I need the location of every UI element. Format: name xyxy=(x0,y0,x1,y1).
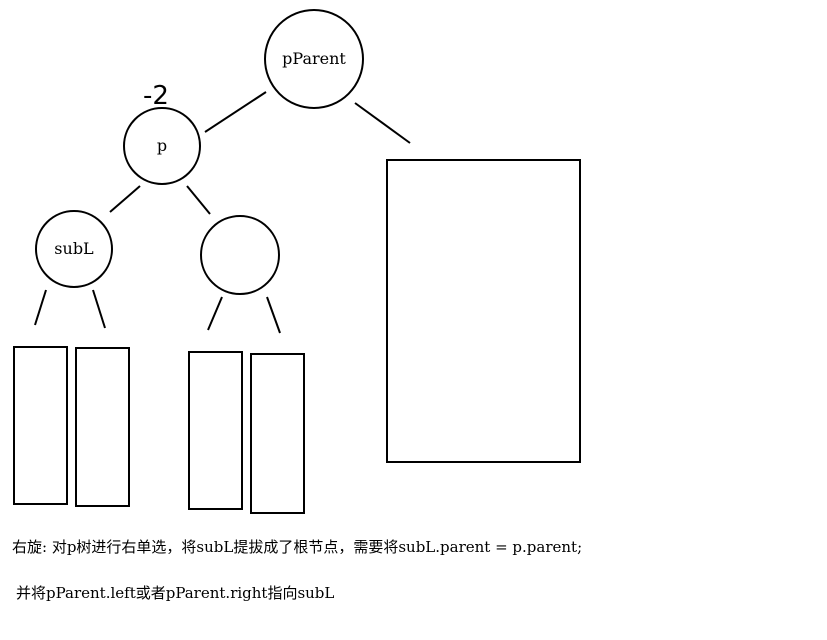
edge-rightchild-left-subtree xyxy=(207,296,223,331)
node-subl-label: subL xyxy=(54,239,94,258)
node-p xyxy=(123,107,201,185)
edge-subl-left-subtree xyxy=(34,289,47,326)
edge-p-subl xyxy=(109,185,141,213)
node-pparent xyxy=(264,9,364,109)
subtree-pparent-right xyxy=(386,159,581,463)
edge-pparent-right xyxy=(354,102,411,144)
subtree-subl-left xyxy=(13,346,68,505)
node-pparent-label: pParent xyxy=(282,49,346,68)
balance-factor-label: -2 xyxy=(143,81,169,111)
avl-right-rotation-diagram: pParent p subL -2 xyxy=(13,9,581,514)
node-p-right-child xyxy=(200,215,280,295)
node-p-label: p xyxy=(157,136,167,155)
edge-rightchild-right-subtree xyxy=(266,296,281,334)
edge-p-right-child xyxy=(186,185,211,215)
subtree-subl-right xyxy=(75,347,130,507)
edge-pparent-p xyxy=(204,91,267,133)
subtree-rightchild-right xyxy=(250,353,305,514)
caption-line-2: 并将pParent.left或者pParent.right指向subL xyxy=(16,584,335,602)
caption-line-1: 右旋: 对p树进行右单选，将subL提拔成了根节点，需要将subL.parent… xyxy=(12,538,583,556)
edge-subl-right-subtree xyxy=(92,289,106,329)
node-subl xyxy=(35,210,113,288)
subtree-rightchild-left xyxy=(188,351,243,510)
